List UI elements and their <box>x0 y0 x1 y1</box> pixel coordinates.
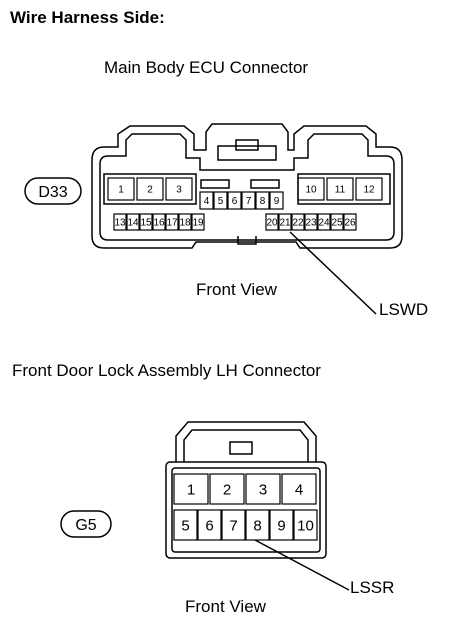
ecu-pin-cell-19 <box>191 213 205 231</box>
ecu-pin-cell-4 <box>199 191 214 210</box>
ecu-pin-label-25: 25 <box>331 218 343 229</box>
lswd-signal-label: LSWD <box>379 300 429 319</box>
door-pin-cell-3 <box>245 473 281 505</box>
ecu-pin-label-12: 12 <box>363 185 375 196</box>
ecu-pin-cell-12 <box>355 177 383 201</box>
ecu-pin-cell-21 <box>278 213 292 231</box>
door-pin-label-2: 2 <box>223 481 231 498</box>
ecu-pin-cell-24 <box>317 213 331 231</box>
ecu-pin-label-14: 14 <box>127 218 139 229</box>
door-pin-cell-2 <box>209 473 245 505</box>
ecu-pin-label-23: 23 <box>305 218 317 229</box>
door-pin-label-5: 5 <box>181 517 189 534</box>
ecu-connector-title: Main Body ECU Connector <box>104 58 309 77</box>
ecu-pin-label-10: 10 <box>305 185 317 196</box>
ecu-pin-cell-18 <box>178 213 192 231</box>
ecu-pin-cell-16 <box>152 213 166 231</box>
ecu-pin-label-5: 5 <box>218 196 224 207</box>
ecu-pin-label-20: 20 <box>266 218 278 229</box>
door-pin-cell-8 <box>245 509 270 541</box>
ecu-pin-cell-23 <box>304 213 318 231</box>
ecu-pin-cell-20 <box>265 213 279 231</box>
door-pin-cell-1 <box>173 473 209 505</box>
ecu-pin-cell-1 <box>107 177 135 201</box>
ecu-pin-label-11: 11 <box>335 185 346 196</box>
door-lock-front-view-label: Front View <box>185 597 266 616</box>
door-pin-cell-9 <box>269 509 294 541</box>
ecu-pin-label-4: 4 <box>204 196 210 207</box>
ecu-pin-cell-9 <box>269 191 284 210</box>
door-pin-label-8: 8 <box>253 517 261 534</box>
door-pin-label-3: 3 <box>259 481 267 498</box>
lswd-leader-line <box>289 231 377 315</box>
ecu-pin-label-15: 15 <box>140 218 152 229</box>
ecu-pin-cell-14 <box>126 213 140 231</box>
door-pin-label-7: 7 <box>229 517 237 534</box>
diagram-heading: Wire Harness Side: <box>10 8 165 27</box>
ecu-pin-label-13: 13 <box>114 218 126 229</box>
door-pin-cell-10 <box>293 509 318 541</box>
ecu-pin-label-19: 19 <box>192 218 204 229</box>
ecu-pin-cell-25 <box>330 213 344 231</box>
ecu-pin-label-7: 7 <box>246 196 252 207</box>
door-pin-label-10: 10 <box>297 517 314 534</box>
door-pin-cell-6 <box>197 509 222 541</box>
ecu-pin-cell-7 <box>241 191 256 210</box>
g5-code-oval <box>60 510 112 538</box>
ecu-pin-cell-5 <box>213 191 228 210</box>
ecu-pin-cell-13 <box>113 213 127 231</box>
ecu-pin-cell-15 <box>139 213 153 231</box>
ecu-pin-cell-3 <box>165 177 193 201</box>
door-pin-cell-7 <box>221 509 246 541</box>
d33-code-oval <box>24 177 82 205</box>
ecu-pin-label-6: 6 <box>232 196 238 207</box>
ecu-pin-cell-17 <box>165 213 179 231</box>
door-pin-cell-4 <box>281 473 317 505</box>
ecu-pin-cell-22 <box>291 213 305 231</box>
ecu-pin-cell-10 <box>297 177 325 201</box>
ecu-pin-label-16: 16 <box>153 218 165 229</box>
ecu-pin-label-21: 21 <box>279 218 291 229</box>
ecu-pin-label-22: 22 <box>292 218 304 229</box>
door-pin-label-1: 1 <box>187 481 195 498</box>
ecu-pin-label-1: 1 <box>118 185 124 196</box>
ecu-pin-label-3: 3 <box>176 185 182 196</box>
g5-code-label: G5 <box>75 517 96 534</box>
lssr-signal-label: LSSR <box>350 578 395 597</box>
ecu-pin-label-18: 18 <box>179 218 191 229</box>
door-pin-cell-5 <box>173 509 198 541</box>
ecu-pin-label-9: 9 <box>274 196 280 207</box>
lssr-leader-line <box>254 539 350 591</box>
ecu-pin-cell-2 <box>136 177 164 201</box>
ecu-front-view-label: Front View <box>196 280 277 299</box>
door-lock-connector-title: Front Door Lock Assembly LH Connector <box>12 361 321 380</box>
ecu-pin-cell-26 <box>343 213 357 231</box>
d33-code-label: D33 <box>38 184 67 201</box>
door-lock-connector-housing <box>165 421 327 559</box>
door-pin-label-9: 9 <box>277 517 285 534</box>
ecu-pin-cell-8 <box>255 191 270 210</box>
ecu-pin-label-26: 26 <box>344 218 356 229</box>
ecu-pin-label-8: 8 <box>260 196 266 207</box>
door-pin-label-4: 4 <box>295 481 303 498</box>
ecu-pin-label-24: 24 <box>318 218 330 229</box>
ecu-pin-label-17: 17 <box>166 218 178 229</box>
ecu-connector-housing <box>91 123 403 249</box>
door-pin-label-6: 6 <box>205 517 213 534</box>
ecu-pin-label-2: 2 <box>147 185 153 196</box>
ecu-pin-cell-11 <box>326 177 354 201</box>
ecu-pin-cell-6 <box>227 191 242 210</box>
